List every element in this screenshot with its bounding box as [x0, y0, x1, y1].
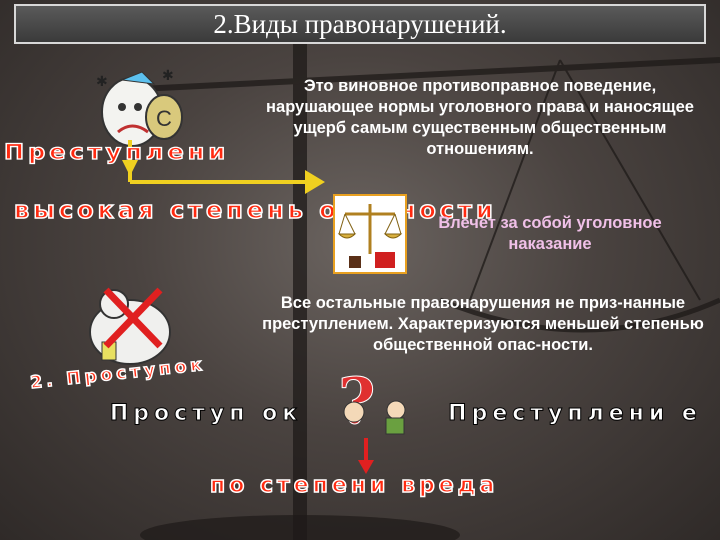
arrow-icon: [122, 140, 325, 194]
wordart-crime: Преступлени: [3, 139, 230, 166]
wordart-misdemeanor: Проступ ок: [109, 401, 303, 426]
svg-text:✱: ✱: [162, 67, 174, 83]
angry-face-icon: C ✱ ✱: [96, 67, 183, 147]
thinking-figure-icon: [343, 400, 406, 435]
down-arrow-icon: [358, 438, 374, 474]
wordart-crime-right: Преступлени е: [448, 401, 702, 426]
wordart-high-danger: высокая степень опасности: [13, 196, 497, 224]
question-mark-icon: ?: [338, 364, 376, 439]
misdemeanor-text: Все остальные правонарушения не приз-нан…: [262, 294, 704, 354]
page-title: 2.Виды правонарушений.: [213, 9, 507, 39]
title-bar: 2.Виды правонарушений.: [14, 4, 706, 44]
crime-definition-text: Это виновное противоправное поведение, н…: [266, 77, 694, 158]
scales-of-justice-icon: [333, 194, 407, 274]
svg-text:✱: ✱: [96, 73, 108, 89]
punishment-text: Влечет за собой уголовное наказание: [438, 214, 662, 253]
svg-text:C: C: [156, 106, 172, 131]
red-cross-icon: [89, 287, 171, 365]
wordart-by-degree: по степени вреда: [209, 473, 499, 499]
